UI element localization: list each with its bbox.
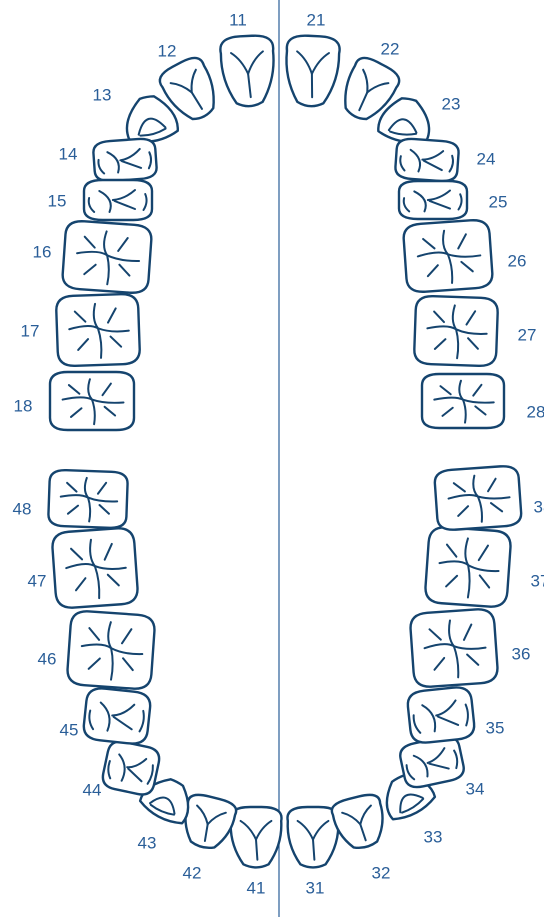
tooth-number-41: 41: [247, 878, 266, 897]
tooth-44[interactable]: [101, 739, 162, 797]
tooth-45[interactable]: [82, 687, 151, 745]
tooth-35[interactable]: [406, 686, 475, 744]
tooth-26[interactable]: [403, 219, 494, 293]
tooth-number-47: 47: [28, 571, 47, 590]
tooth-outline: [82, 687, 151, 745]
tooth-number-44: 44: [83, 780, 102, 799]
tooth-24[interactable]: [395, 138, 460, 182]
tooth-number-13: 13: [93, 85, 112, 104]
tooth-25[interactable]: [399, 181, 467, 219]
tooth-number-14: 14: [59, 144, 78, 163]
tooth-32[interactable]: [330, 792, 390, 853]
tooth-number-28: 28: [527, 402, 544, 421]
tooth-number-34: 34: [466, 779, 485, 798]
tooth-number-16: 16: [33, 242, 52, 261]
tooth-outline: [220, 35, 276, 108]
tooth-number-32: 32: [372, 863, 391, 882]
tooth-21[interactable]: [284, 35, 340, 108]
tooth-outline: [406, 686, 475, 744]
tooth-31[interactable]: [287, 807, 338, 867]
tooth-number-48: 48: [13, 499, 32, 518]
tooth-number-22: 22: [381, 39, 400, 58]
tooth-15[interactable]: [84, 180, 152, 220]
tooth-46[interactable]: [67, 610, 156, 690]
tooth-11[interactable]: [220, 35, 276, 108]
tooth-27[interactable]: [414, 296, 498, 367]
tooth-number-26: 26: [508, 251, 527, 270]
tooth-17[interactable]: [56, 294, 140, 367]
tooth-38[interactable]: [434, 465, 522, 531]
tooth-number-18: 18: [14, 396, 33, 415]
tooth-14[interactable]: [93, 138, 158, 182]
tooth-48[interactable]: [48, 470, 128, 529]
tooth-number-11: 11: [229, 10, 247, 29]
tooth-number-24: 24: [477, 149, 496, 168]
tooth-number-33: 33: [424, 827, 443, 846]
tooth-36[interactable]: [410, 608, 499, 688]
tooth-16[interactable]: [62, 220, 153, 294]
tooth-number-42: 42: [183, 863, 202, 882]
tooth-fissure: [313, 840, 314, 860]
tooth-number-17: 17: [21, 321, 40, 340]
tooth-number-43: 43: [138, 833, 157, 852]
tooth-28[interactable]: [422, 374, 504, 428]
tooth-number-27: 27: [518, 325, 537, 344]
tooth-number-15: 15: [48, 191, 67, 210]
tooth-number-23: 23: [442, 94, 461, 113]
tooth-47[interactable]: [51, 527, 138, 609]
tooth-37[interactable]: [424, 526, 511, 608]
tooth-number-37: 37: [531, 571, 544, 590]
tooth-number-38: 38: [534, 497, 544, 516]
tooth-number-36: 36: [512, 644, 531, 663]
tooth-number-25: 25: [489, 192, 508, 211]
tooth-number-21: 21: [307, 10, 326, 29]
tooth-number-46: 46: [38, 649, 57, 668]
tooth-number-45: 45: [60, 720, 79, 739]
tooth-number-12: 12: [158, 41, 177, 60]
tooth-18[interactable]: [50, 372, 134, 430]
tooth-fissure: [256, 840, 257, 860]
tooth-number-31: 31: [306, 878, 325, 897]
tooth-41[interactable]: [230, 807, 281, 867]
tooth-number-35: 35: [486, 718, 505, 737]
